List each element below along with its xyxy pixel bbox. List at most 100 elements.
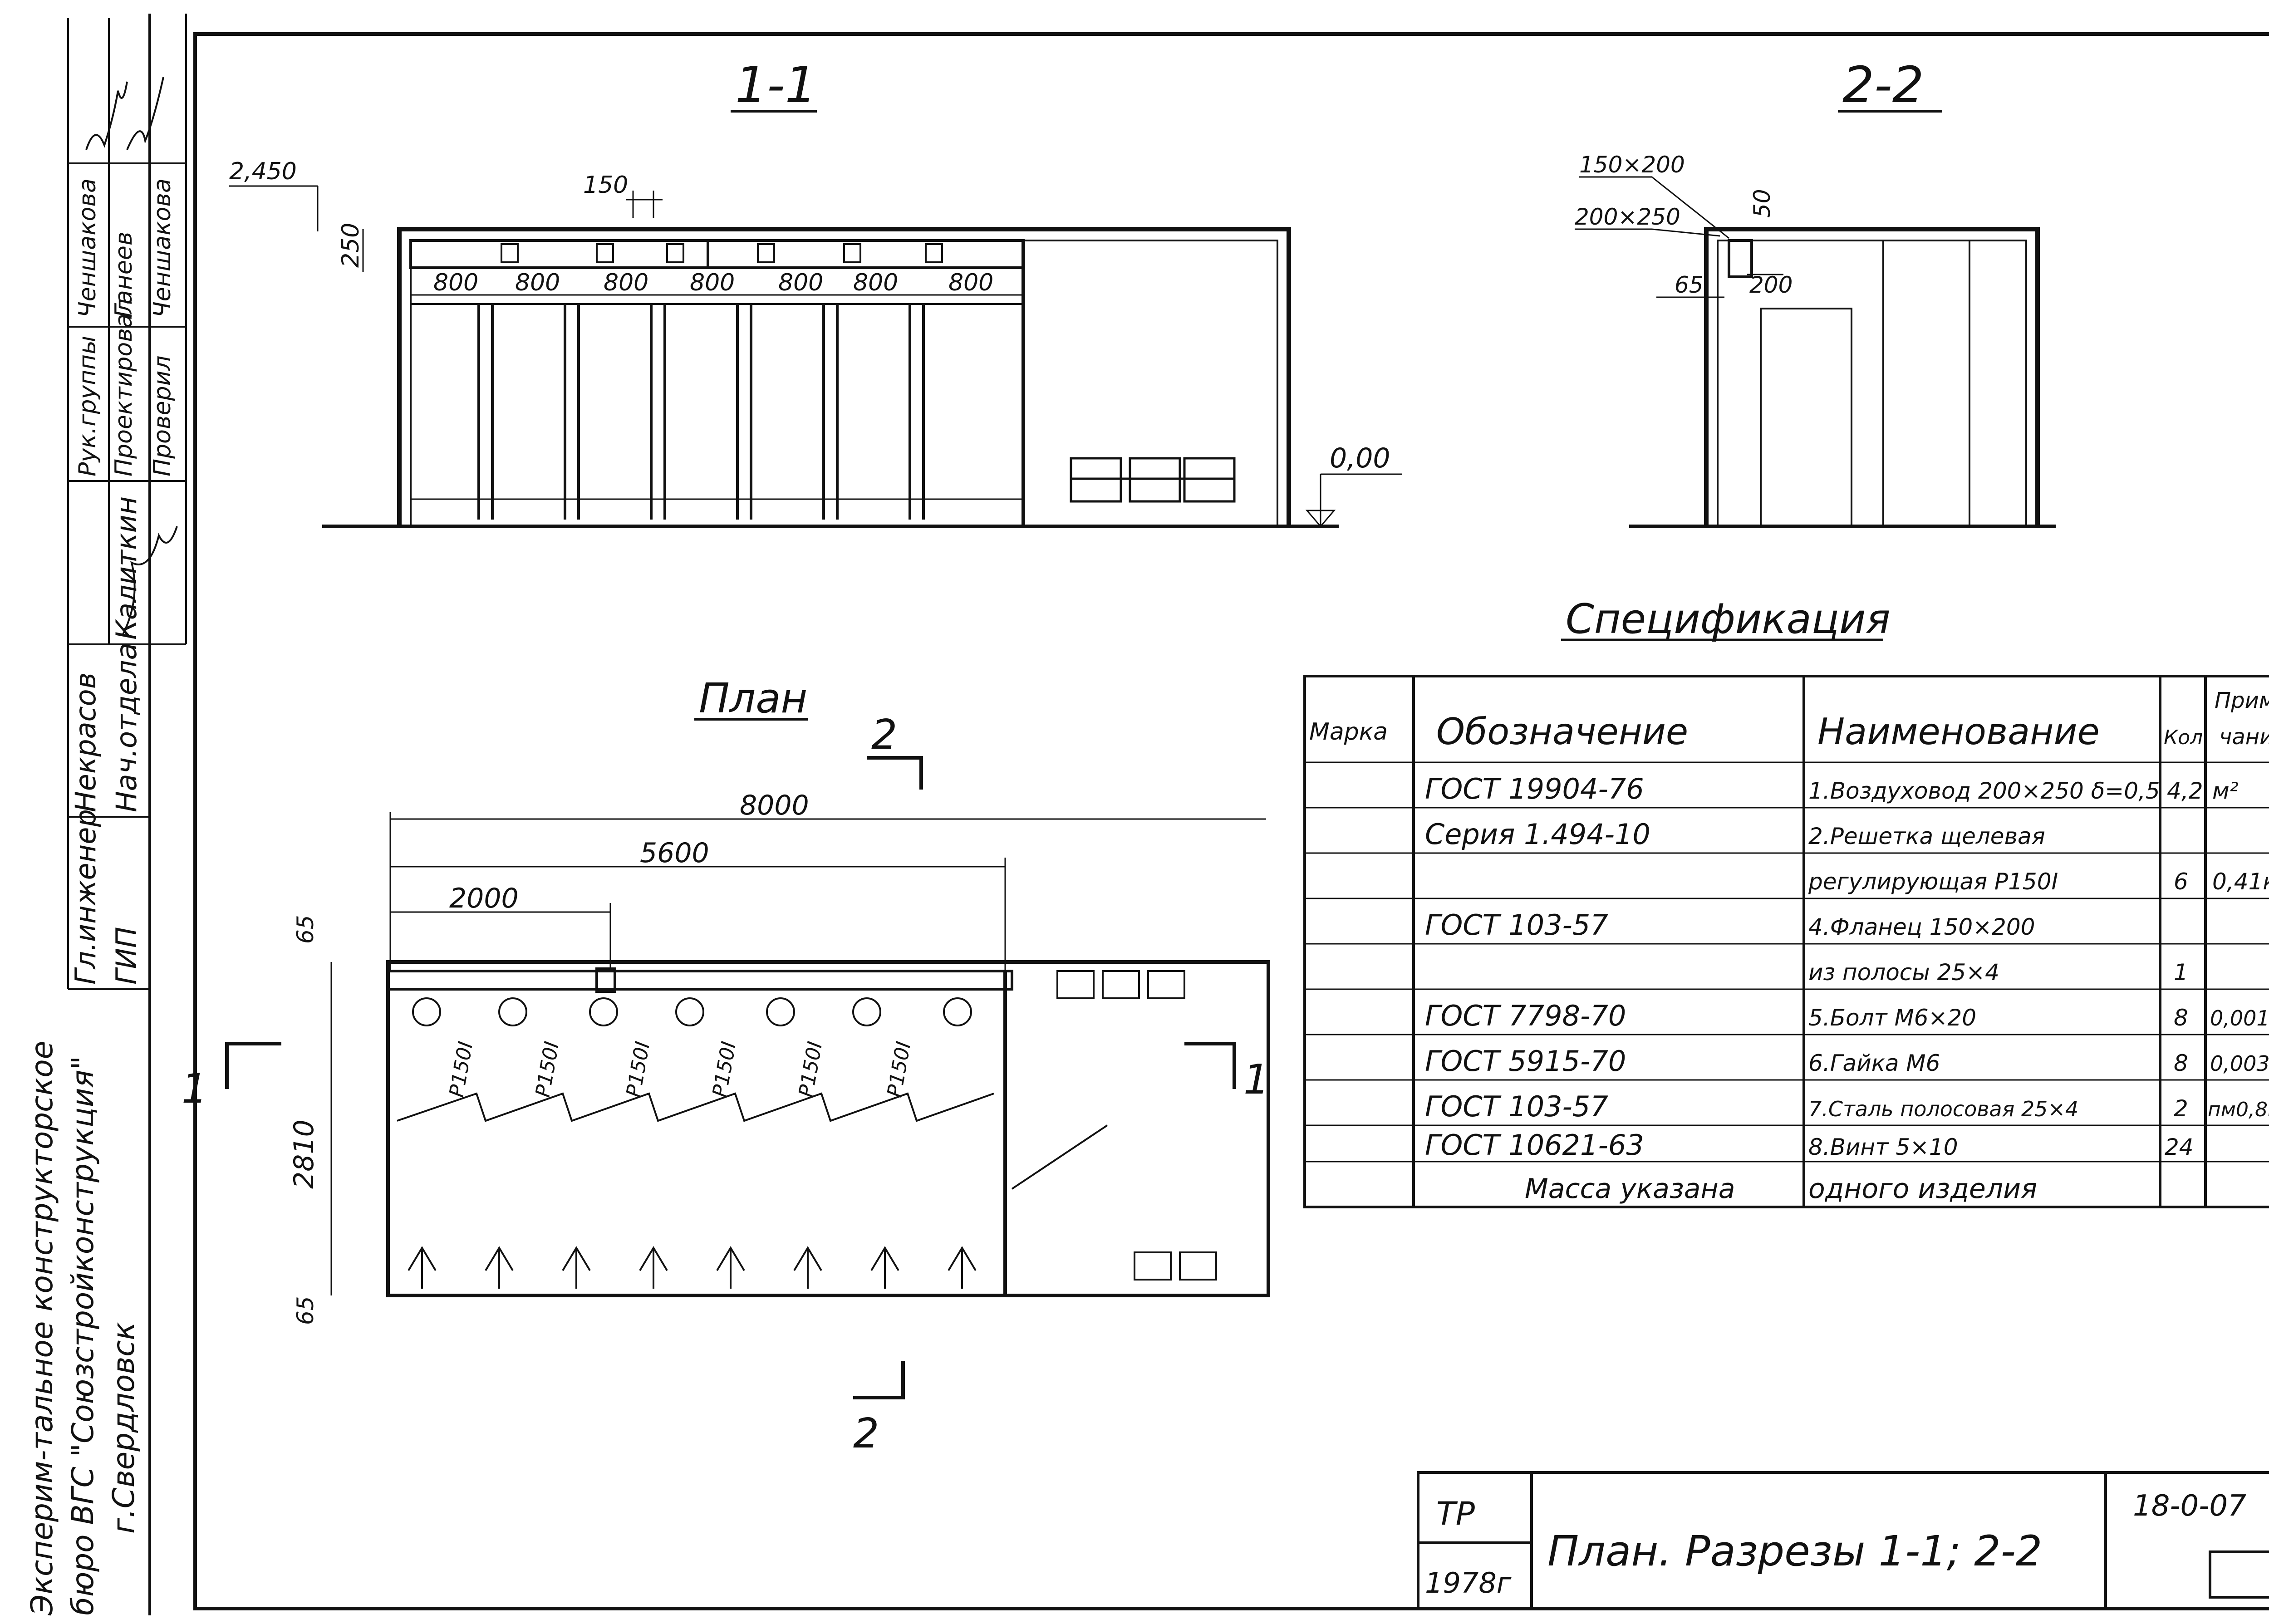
section-2-title: 2-2 (1842, 56, 1924, 114)
grille-label: Р150I (795, 1040, 827, 1099)
plan-view: План 8000 5600 2000 Р150I Р150I Р150I Р1… (182, 675, 1270, 1457)
spec-header-qty: Кол. (2164, 726, 2209, 749)
spec-cell: 2 (2174, 1095, 2188, 1122)
stamp-name-2: Калиткин (110, 496, 143, 640)
grille-label: Р150I (531, 1040, 564, 1099)
stamp-role-4: Рук.группы (74, 336, 101, 476)
spec-cell: ГОСТ 103-57 (1425, 908, 1608, 942)
spacing-label: 800 (515, 269, 560, 296)
plan-fixtures (412, 997, 972, 1026)
spacing-label: 800 (948, 269, 993, 296)
spec-cell: 8 (2174, 1050, 2188, 1076)
spacing-label: 800 (853, 269, 898, 296)
duct-section (1728, 239, 1753, 278)
spec-cell: пм0,8кг (2208, 1098, 2269, 1121)
title-text: План. Разрезы 1-1; 2-2 (1547, 1527, 2042, 1575)
spec-row: ГОСТ 19904-76 1.Воздуховод 200×250 δ=0,5… (1425, 772, 2239, 805)
stamp-name-4: Ганеев (110, 232, 138, 318)
spacing-label: 800 (778, 269, 823, 296)
signature (122, 526, 178, 636)
section-2-2: 2-2 150×200 200×250 50 65 200 (1575, 56, 2056, 528)
spec-cell: 0,41кг (2212, 868, 2269, 895)
dim-depth: 2810 (288, 1119, 320, 1189)
equipment-boxes (1070, 457, 1236, 503)
spec-cell: ГОСТ 7798-70 (1425, 999, 1626, 1032)
plan-title: План (699, 675, 807, 722)
title-code: ТР (1436, 1495, 1475, 1532)
title-year: 1978г (1425, 1566, 1512, 1599)
grille-label: Р150I (445, 1040, 478, 1099)
spec-row: ГОСТ 103-57 4.Фланец 150×200 (1425, 908, 2035, 942)
booth-posts (477, 304, 925, 520)
spec-header-note: чание (2219, 724, 2269, 750)
stamp-role-6: Проверил (149, 355, 176, 476)
spec-cell: 7.Сталь полосовая 25×4 (1808, 1097, 2078, 1121)
stamp-org-line3: г.Свердловск (106, 1322, 141, 1534)
stamp-role-2: ГИП (110, 927, 143, 985)
dim-total: 8000 (740, 790, 809, 821)
spec-cell: м² (2212, 778, 2239, 804)
dim-2000: 2000 (449, 883, 519, 914)
section-mark-2-top: 2 (871, 711, 897, 759)
spec-footer-right: одного изделия (1808, 1173, 2037, 1205)
dim-bottom: 65 (292, 1296, 319, 1325)
grille-label: Р150I (622, 1040, 655, 1099)
spec-header-designation: Обозначение (1436, 711, 1688, 753)
signature (85, 81, 128, 150)
spec-cell: ГОСТ 19904-76 (1425, 772, 1644, 805)
level-floor: 0,00 (1330, 442, 1390, 474)
sheet-number-box (2209, 1550, 2269, 1599)
grilles-section (501, 243, 943, 263)
grille-label: Р150I (708, 1040, 741, 1099)
section-1-1: 1-1 80 (229, 56, 1402, 528)
spec-cell: 8.Винт 5×10 (1808, 1134, 1958, 1160)
bottom-fixtures (408, 1246, 977, 1289)
height-dim: 250 (337, 223, 364, 268)
spec-row: регулирующая Р150I 6 0,41кг (1808, 868, 2269, 895)
plan-boxes (1056, 970, 1217, 1281)
grille-label: Р150I (883, 1040, 916, 1099)
stamp-org-line2: бюро ВГС "Союзстройконструкция" (65, 1056, 100, 1615)
spec-cell: 6.Гайка М6 (1808, 1050, 1940, 1076)
spec-cell: 4,2 (2167, 778, 2203, 804)
right-dim: 200 (1749, 272, 1793, 298)
plan-outline (386, 960, 1270, 1297)
spec-cell: из полосы 25×4 (1808, 959, 1999, 986)
spec-header-name: Наименование (1817, 711, 2100, 753)
spec-cell: ГОСТ 10621-63 (1425, 1128, 1644, 1162)
stamp-role-5: Проектировал (110, 299, 138, 476)
grille-dim: 150 (583, 172, 628, 199)
spec-row: ГОСТ 103-57 7.Сталь полосовая 25×4 2 пм0… (1425, 1090, 2269, 1123)
spec-cell: 2.Решетка щелевая (1808, 823, 2045, 849)
duct-label: 200×250 (1575, 204, 1680, 230)
spec-cell: 0,001кг (2210, 1006, 2269, 1030)
stamp-name-5: Ченшакова (149, 178, 176, 318)
spec-cell: 4.Фланец 150×200 (1808, 914, 2035, 940)
section-mark-2-bottom: 2 (853, 1410, 879, 1457)
booth-doors (397, 1092, 994, 1122)
plan-duct (387, 970, 1013, 991)
spec-cell: 0,003кг (2210, 1051, 2269, 1076)
dim-top: 65 (292, 915, 319, 944)
section-1-title: 1-1 (735, 56, 817, 114)
spec-row: ГОСТ 10621-63 8.Винт 5×10 24 (1425, 1128, 2194, 1162)
spec-cell: ГОСТ 5915-70 (1425, 1045, 1626, 1078)
spec-table: Спецификация Марка Обозначение Наименова… (1303, 595, 2269, 1208)
spec-cell: 24 (2165, 1134, 2194, 1160)
spacing-label: 800 (433, 269, 478, 296)
spacing-label: 800 (690, 269, 735, 296)
spec-cell: 5.Болт М6×20 (1808, 1005, 1976, 1031)
spec-row: ГОСТ 7798-70 5.Болт М6×20 8 0,001кг (1425, 999, 2269, 1032)
stamp-role-3: Нач.отдела (110, 643, 143, 812)
title-block: ТР 1978г План. Разрезы 1-1; 2-2 18-0-07 (1417, 1471, 2269, 1610)
section-mark-1-right: 1 (1243, 1056, 1269, 1104)
spec-row: ГОСТ 5915-70 6.Гайка М6 8 0,003кг (1425, 1045, 2269, 1078)
spec-cell: 8 (2174, 1005, 2188, 1031)
sheet-code: 18-0-07 (2133, 1489, 2246, 1523)
spec-cell: регулирующая Р150I (1808, 868, 2058, 895)
spec-cell: 6 (2174, 868, 2188, 895)
stamp-role-1: Гл.инженер (69, 809, 102, 985)
flange-label: 150×200 (1579, 152, 1685, 178)
sheet-frame (193, 32, 2269, 1610)
spec-cell: 1.Воздуховод 200×250 δ=0,5 (1808, 778, 2160, 804)
